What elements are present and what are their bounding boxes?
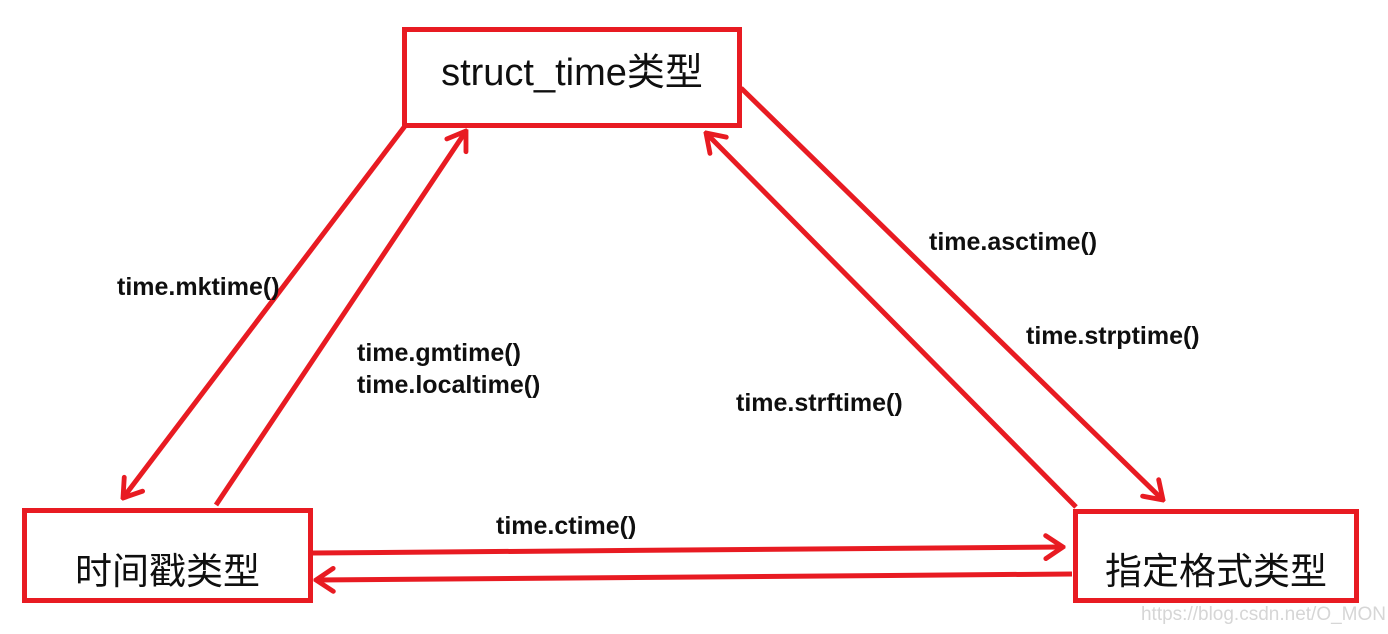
node-struct-time: struct_time类型 bbox=[402, 27, 742, 128]
localtime-label-line: time.localtime() bbox=[357, 371, 541, 399]
asctime-arrow bbox=[739, 86, 1163, 500]
csdn-watermark: https://blog.csdn.net/O_MON bbox=[1140, 604, 1386, 625]
asctime-label: time.asctime() bbox=[929, 228, 1098, 256]
ctime-arrow bbox=[312, 547, 1063, 553]
node-formatted: 指定格式类型 bbox=[1073, 509, 1359, 603]
ctime-label: time.ctime() bbox=[496, 512, 637, 540]
gmtime-localtime-arrow bbox=[213, 131, 466, 507]
mktime-label: time.mktime() bbox=[117, 273, 280, 301]
strptime-arrow bbox=[706, 133, 1078, 509]
strftime-label: time.strftime() bbox=[736, 389, 903, 417]
node-timestamp: 时间戳类型 bbox=[22, 508, 313, 603]
gmtime-label-line: time.gmtime() bbox=[357, 339, 521, 367]
node-struct-time-label: struct_time类型 bbox=[441, 52, 703, 94]
format-to-timestamp-arrow bbox=[316, 574, 1073, 580]
gmtime-localtime-label: time.gmtime() time.localtime() bbox=[357, 337, 540, 401]
strptime-label: time.strptime() bbox=[1026, 322, 1200, 350]
mktime-arrow bbox=[123, 124, 407, 498]
node-timestamp-label: 时间戳类型 bbox=[75, 551, 260, 592]
node-formatted-label: 指定格式类型 bbox=[1105, 551, 1327, 592]
